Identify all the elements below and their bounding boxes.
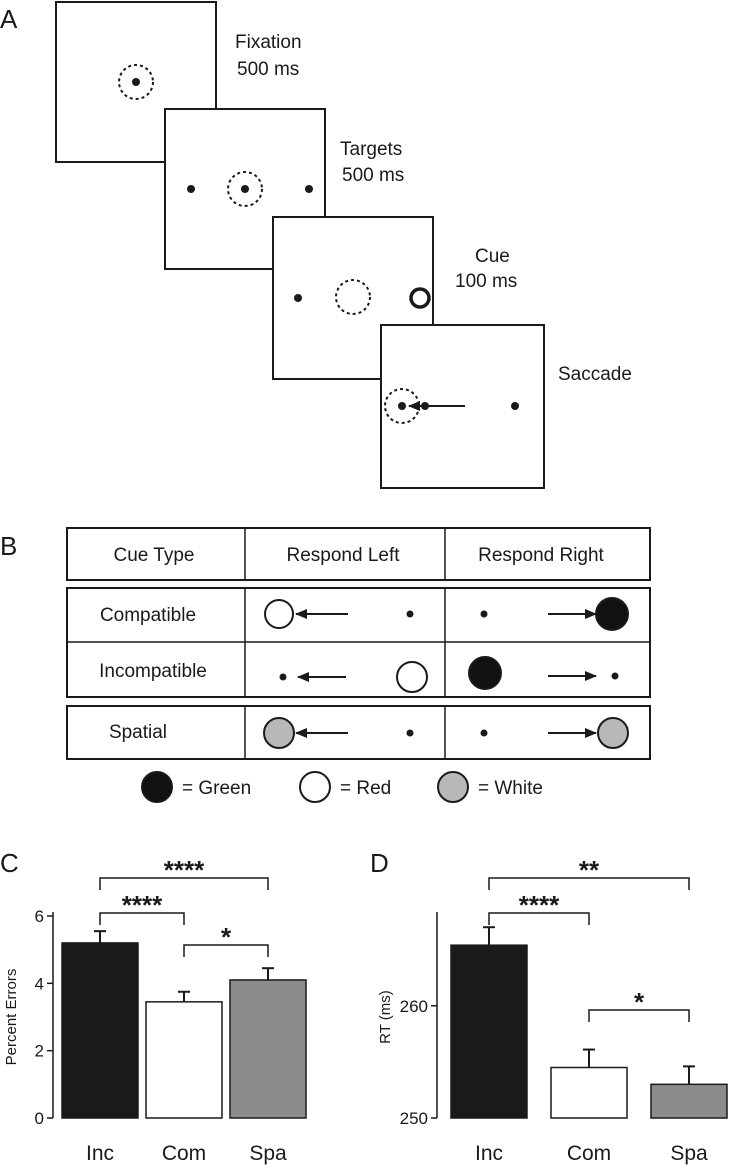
significance-stars: ** xyxy=(579,855,600,885)
legend-green-label: = Green xyxy=(182,778,251,799)
header-cue-type: Cue Type xyxy=(114,545,195,566)
category-label: Com xyxy=(162,1142,206,1165)
fixation-duration: 500 ms xyxy=(237,59,299,80)
incompatible-left-cell xyxy=(279,661,428,693)
y-tick-label: 4 xyxy=(35,974,44,993)
bar-com xyxy=(145,1001,223,1119)
y-axis-title: Percent Errors xyxy=(3,969,20,1066)
y-tick-label: 6 xyxy=(35,907,44,926)
panel-letter-b: B xyxy=(0,531,17,561)
category-label: Com xyxy=(567,1142,611,1165)
spatial-left-cell xyxy=(263,717,414,749)
significance-stars: * xyxy=(634,987,645,1017)
row-label-incompatible: Incompatible xyxy=(99,661,207,682)
significance-bracket xyxy=(183,944,269,957)
color-legend: = Green = Red = White xyxy=(141,771,543,803)
header-respond-left: Respond Left xyxy=(286,545,400,566)
row-label-compatible: Compatible xyxy=(100,605,196,626)
row-label-spatial: Spatial xyxy=(109,722,167,743)
bar-com xyxy=(550,1066,628,1119)
significance-stars: * xyxy=(221,922,232,952)
frame-saccade xyxy=(380,324,545,489)
legend-red-label: = Red xyxy=(340,778,391,799)
significance-bracket xyxy=(588,1009,690,1022)
significance-bracket xyxy=(488,912,590,925)
saccade-label: Saccade xyxy=(558,364,632,385)
fixation-label: Fixation xyxy=(235,32,302,53)
targets-label: Targets xyxy=(340,139,402,160)
header-respond-right: Respond Right xyxy=(478,545,604,566)
panel-letter-a: A xyxy=(0,4,18,34)
y-tick-label: 250 xyxy=(400,1109,428,1128)
category-label: Inc xyxy=(475,1142,503,1165)
significance-stars: **** xyxy=(122,890,163,920)
category-label: Spa xyxy=(670,1142,708,1165)
significance-bracket xyxy=(99,877,269,890)
category-label: Spa xyxy=(249,1142,287,1165)
y-tick-label: 260 xyxy=(400,997,428,1016)
compatible-left-cell xyxy=(264,599,414,629)
legend-green-swatch xyxy=(141,771,173,803)
bar-spa xyxy=(229,979,307,1119)
panel-letter-d: D xyxy=(370,848,389,878)
bar-inc xyxy=(61,942,139,1119)
spatial-right-cell xyxy=(480,717,629,749)
y-axis-title: RT (ms) xyxy=(377,990,394,1044)
frame-fixation xyxy=(55,1,217,163)
compatible-right-cell xyxy=(480,597,629,631)
y-tick-label: 2 xyxy=(35,1042,44,1061)
legend-white-swatch xyxy=(437,771,469,803)
significance-stars: **** xyxy=(519,890,560,920)
cue-label: Cue xyxy=(475,246,510,267)
significance-bracket xyxy=(99,912,185,925)
cue-table xyxy=(66,527,651,760)
significance-bracket xyxy=(488,877,690,890)
cue-duration: 100 ms xyxy=(455,271,517,292)
targets-duration: 500 ms xyxy=(342,165,404,186)
panel-letter-c: C xyxy=(0,848,19,878)
bar-spa xyxy=(650,1083,728,1119)
y-tick-label: 0 xyxy=(35,1109,44,1128)
bar-inc xyxy=(450,944,528,1119)
legend-white-label: = White xyxy=(478,778,543,799)
legend-red-swatch xyxy=(299,771,331,803)
incompatible-right-cell xyxy=(468,656,619,690)
category-label: Inc xyxy=(86,1142,114,1165)
significance-stars: **** xyxy=(164,855,205,885)
